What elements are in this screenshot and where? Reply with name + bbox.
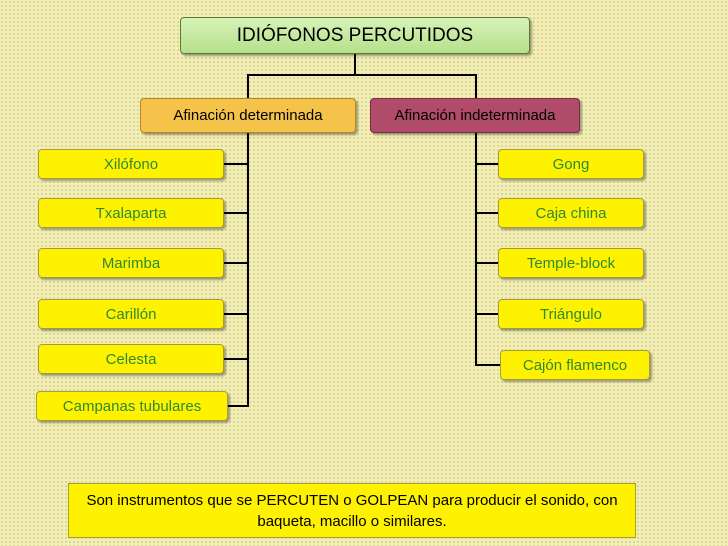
- category-afinacion-indeterminada: Afinación indeterminada: [370, 98, 580, 133]
- branch-carillon: [223, 313, 249, 315]
- diagram-title: IDIÓFONOS PERCUTIDOS: [180, 17, 530, 54]
- branch-xilofono: [223, 163, 249, 165]
- item-txalaparta: Txalaparta: [38, 198, 224, 228]
- branch-temple-block: [475, 262, 499, 264]
- connector-left-drop: [247, 74, 249, 98]
- branch-campanas: [227, 405, 249, 407]
- branch-cajon: [475, 364, 501, 366]
- description-note: Son instrumentos que se PERCUTEN o GOLPE…: [68, 483, 636, 538]
- branch-gong: [475, 163, 499, 165]
- connector-title-stem: [354, 54, 356, 75]
- item-xilofono: Xilófono: [38, 149, 224, 179]
- connector-right-drop: [475, 74, 477, 98]
- item-caja-china: Caja china: [498, 198, 644, 228]
- item-cajon-flamenco: Cajón flamenco: [500, 350, 650, 380]
- branch-caja-china: [475, 212, 499, 214]
- connector-right-spine: [475, 133, 477, 366]
- item-carillon: Carillón: [38, 299, 224, 329]
- category-afinacion-determinada: Afinación determinada: [140, 98, 356, 133]
- connector-left-spine: [247, 133, 249, 407]
- item-triangulo: Triángulo: [498, 299, 644, 329]
- branch-txalaparta: [223, 212, 249, 214]
- connector-horizontal-top: [247, 74, 476, 76]
- branch-celesta: [223, 358, 249, 360]
- branch-triangulo: [475, 313, 499, 315]
- item-temple-block: Temple-block: [498, 248, 644, 278]
- item-gong: Gong: [498, 149, 644, 179]
- item-marimba: Marimba: [38, 248, 224, 278]
- branch-marimba: [223, 262, 249, 264]
- item-campanas-tubulares: Campanas tubulares: [36, 391, 228, 421]
- item-celesta: Celesta: [38, 344, 224, 374]
